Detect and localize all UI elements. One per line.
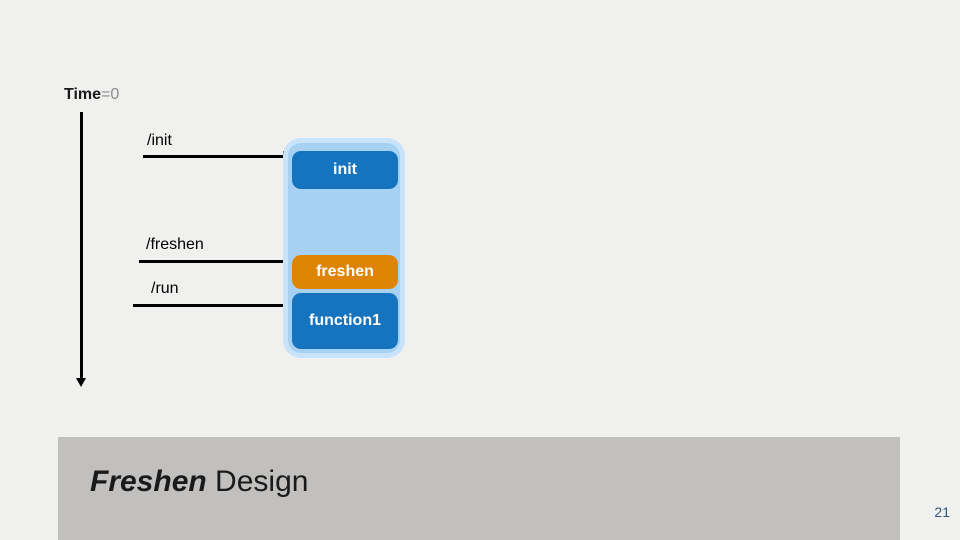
process-box-init: init xyxy=(292,151,398,189)
timeline-axis-line xyxy=(80,112,83,378)
call-arrow-freshen-line xyxy=(139,260,285,263)
time-label-suffix: =0 xyxy=(101,86,120,103)
call-label-run: /run xyxy=(151,280,179,297)
slide-title-rest: Design xyxy=(206,465,309,498)
time-label: Time=0 xyxy=(64,86,119,104)
time-label-prefix: Time xyxy=(64,86,102,103)
footer-bar: Freshen Design xyxy=(58,437,900,540)
page-number: 21 xyxy=(934,504,950,520)
process-box-freshen: freshen xyxy=(292,255,398,289)
call-arrow-init-line xyxy=(143,155,284,158)
timeline-arrowhead-icon xyxy=(76,378,86,387)
call-label-init: /init xyxy=(147,132,172,149)
call-label-freshen: /freshen xyxy=(146,236,204,253)
call-arrow-run-line xyxy=(133,304,285,307)
slide-title: Freshen Design xyxy=(90,465,308,499)
process-box-function1: function1 xyxy=(292,293,398,349)
slide-title-emphasis: Freshen xyxy=(90,465,207,498)
